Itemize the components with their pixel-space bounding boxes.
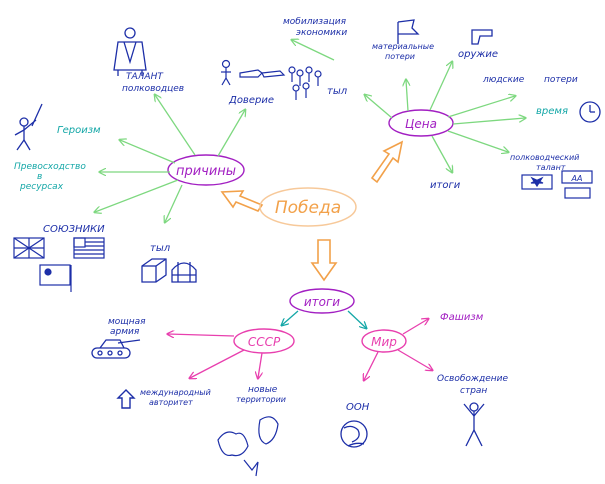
label-resources-3: ресурсах	[19, 182, 64, 192]
tank-icon	[91, 339, 141, 359]
causes-label: причины	[176, 164, 236, 179]
cost-arrows	[292, 40, 525, 172]
label-weapons: оружие	[458, 49, 498, 60]
label-territories-2: территории	[236, 395, 286, 404]
label-results-cost: итоги	[430, 180, 461, 191]
label-mobilization-2: экономики	[296, 28, 347, 38]
us-flag-icon	[73, 237, 105, 259]
label-authority-1: международный	[140, 388, 211, 397]
causes-arrows	[95, 95, 245, 222]
world-node: Мир	[361, 329, 407, 353]
pistol-icon	[471, 29, 493, 45]
label-fascism: Фашизм	[440, 312, 484, 323]
soviet-flag-icon	[39, 264, 72, 292]
label-command-2: талант	[536, 163, 566, 172]
results-arrows	[282, 310, 366, 328]
ussr-label: СССР	[248, 335, 281, 349]
map-icon	[217, 416, 279, 477]
label-army-2: армия	[110, 327, 140, 337]
label-rear-cost: тыл	[327, 86, 348, 97]
label-talent-2: полководцев	[122, 84, 184, 94]
cost-node: Цена	[388, 109, 454, 137]
box-icon	[141, 258, 167, 283]
soldier-figure-icon	[14, 103, 43, 151]
label-talent-1: ТАЛАНТ	[126, 72, 164, 82]
label-mobilization-1: мобилизация	[283, 17, 347, 27]
label-resources-2: в	[37, 172, 42, 182]
big-arrow-results	[310, 239, 338, 282]
label-army-1: мощная	[108, 317, 146, 327]
label-resources-1: Превосходство	[14, 162, 86, 172]
label-heroism: Героизм	[57, 125, 101, 136]
label-authority-2: авторитет	[149, 398, 193, 407]
uk-flag-icon	[13, 237, 45, 259]
label-time: время	[536, 106, 568, 117]
big-arrow-cost	[370, 140, 404, 184]
label-liberation-1: Освобождение	[437, 374, 509, 384]
people-group-icon	[221, 59, 322, 100]
hat-icon	[171, 262, 197, 283]
general-figure-icon	[113, 27, 147, 76]
label-human-1: людские	[482, 75, 525, 85]
label-liberation-2: стран	[460, 386, 487, 396]
label-command-1: полководческий	[510, 153, 579, 162]
world-arrows	[364, 319, 432, 380]
label-rear-causes: тыл	[150, 243, 171, 254]
flag-icon	[397, 19, 420, 44]
ussr-node: СССР	[233, 328, 295, 354]
results-node: итоги	[289, 288, 355, 314]
world-label: Мир	[371, 335, 397, 349]
globe-icon	[340, 420, 368, 448]
liberated-figure-icon	[463, 402, 485, 447]
label-human-2: потери	[544, 75, 578, 85]
label-material-2: потери	[385, 52, 415, 61]
label-allies: СОЮЗНИКИ	[43, 224, 105, 235]
cost-label: Цена	[405, 117, 437, 131]
center-node: Победа	[259, 187, 357, 227]
label-un: ООН	[346, 402, 370, 413]
tanks-icon: AA	[521, 170, 593, 199]
label-trust: Доверие	[228, 95, 274, 106]
label-territories-1: новые	[248, 385, 278, 395]
svg-text:AA: AA	[571, 174, 583, 183]
big-arrow-causes	[220, 190, 264, 212]
label-material-1: материальные	[372, 42, 434, 51]
center-label: Победа	[275, 198, 341, 218]
ussr-arrows	[168, 334, 262, 378]
arrow-up-icon	[116, 389, 136, 409]
causes-node: причины	[167, 154, 245, 186]
results-label: итоги	[304, 295, 340, 309]
clock-icon	[579, 101, 601, 123]
